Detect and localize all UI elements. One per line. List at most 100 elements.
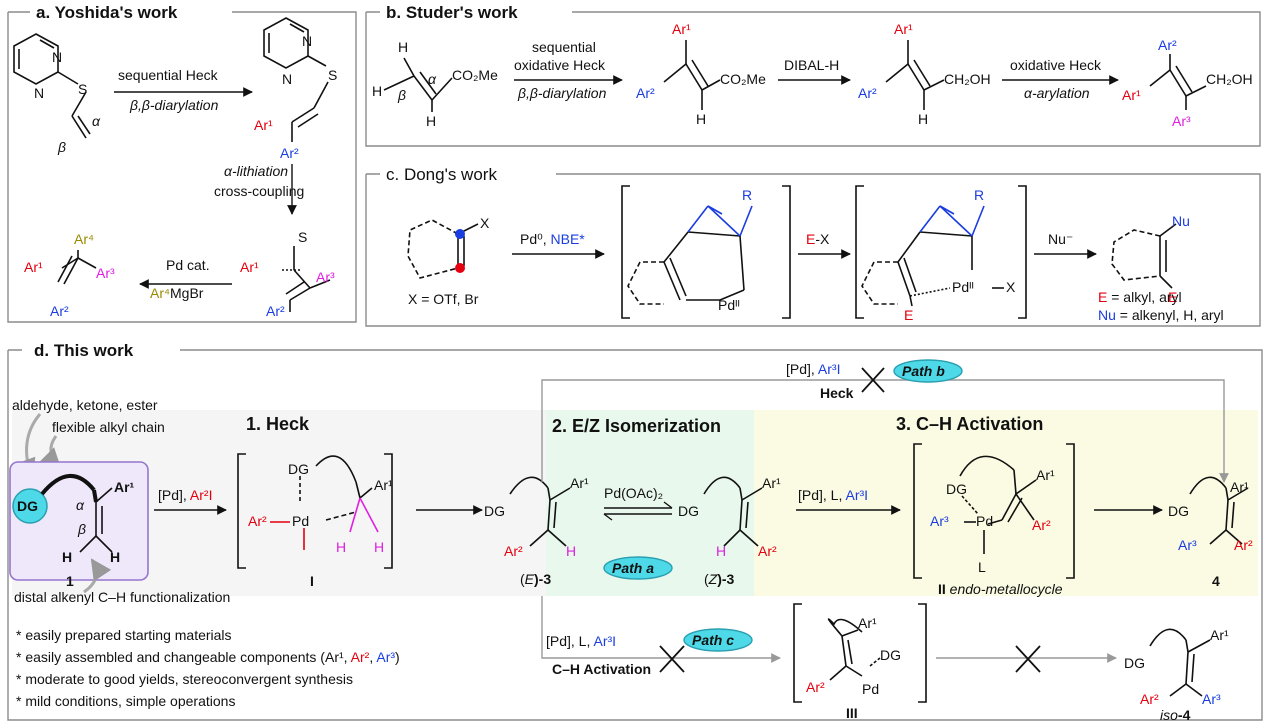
path-b-badge: Path b <box>893 359 963 383</box>
panel-b-title: b. Studer's work <box>386 3 518 22</box>
ar1-label: Ar¹ <box>858 615 877 631</box>
red-atom-dot <box>455 263 465 273</box>
ar2-label: Ar² <box>266 303 285 319</box>
r-group: R <box>742 187 752 203</box>
ar1-label: Ar¹ <box>240 259 259 275</box>
reagent-diarylation: β,β-diarylation <box>129 97 219 113</box>
dg-label: DG <box>288 461 309 477</box>
ar1-label: Ar¹ <box>1122 87 1141 103</box>
atom-h: H <box>110 549 120 565</box>
compound-iso4 <box>1149 628 1211 697</box>
heading-isomerization: 2. E/Z Isomerization <box>552 416 721 436</box>
diaryl-vinyl-sulfide <box>263 17 329 142</box>
atom-h: H <box>696 111 706 127</box>
pyrimidine-vinyl-sulfide <box>13 33 91 139</box>
ar1-label: Ar¹ <box>1210 627 1229 643</box>
alpha-label: α <box>428 71 437 87</box>
e-group: E <box>904 307 913 323</box>
ar2-label: Ar² <box>1158 37 1177 53</box>
atom-h: H <box>372 83 382 99</box>
ar3-label: Ar³ <box>1202 691 1221 707</box>
compound-E3 <box>509 476 571 547</box>
atom-s: S <box>78 81 87 97</box>
note-flexible-chain: flexible alkyl chain <box>52 419 165 435</box>
ar2-label: Ar² <box>1032 517 1051 533</box>
ar1-label: Ar¹ <box>762 475 781 491</box>
reagent-pd-cat: Pd cat. <box>166 257 210 273</box>
panel-d: d. This work 1. Heck 2. E/Z Isomerizatio… <box>7 341 1263 723</box>
atom-x: X <box>1006 279 1016 295</box>
path-c-badge: Path c <box>683 628 753 652</box>
panel-c-frame <box>365 173 1261 327</box>
note-dg-types: aldehyde, ketone, ester <box>12 397 158 413</box>
atom-s: S <box>298 229 307 245</box>
path-c-reagent: [Pd], L, Ar³I <box>546 633 616 649</box>
atom-x: X <box>480 215 490 231</box>
atom-h: H <box>426 113 436 129</box>
difunctionalized-cycloalkene <box>1111 223 1177 289</box>
reagent-pd-l-ar3i: [Pd], L, Ar³I <box>798 487 868 503</box>
atom-n: N <box>34 85 44 101</box>
bullet-1: * easily prepared starting materials <box>16 627 232 643</box>
atom-h: H <box>716 543 726 559</box>
ar1-label: Ar¹ <box>672 21 691 37</box>
pd-label: Pd <box>292 513 309 529</box>
compound-iso4-label: iso-4 <box>1160 707 1191 723</box>
reagent-cross-coupling: cross-coupling <box>214 183 304 199</box>
palladacycle-intermediate-1 <box>621 185 791 319</box>
intermediate-III <box>793 603 927 703</box>
beta-label: β <box>57 139 66 155</box>
path-c-ch-label: C–H Activation <box>552 661 651 677</box>
alpha-label: α <box>76 497 85 513</box>
ar3-label: Ar³ <box>1172 113 1191 129</box>
ar2-label: Ar² <box>504 543 523 559</box>
compound-III-label: III <box>846 705 858 721</box>
panel-d-title: d. This work <box>34 341 134 360</box>
reagent-nu: Nu⁻ <box>1048 231 1073 247</box>
iso4-blocked-cross <box>1015 645 1041 673</box>
pd-label: Pd <box>862 681 879 697</box>
ar1-label: Ar¹ <box>1036 467 1055 483</box>
dg-label: DG <box>1168 503 1189 519</box>
panel-a-frame <box>7 11 357 323</box>
atom-h: H <box>566 543 576 559</box>
co2me-label: CO₂Me <box>720 71 766 87</box>
svg-text:Path c: Path c <box>692 632 734 648</box>
r-group: R <box>974 187 984 203</box>
palladacycle-intermediate-2 <box>855 185 1027 319</box>
svg-text:Path b: Path b <box>902 363 945 379</box>
triaryl-allylic-alcohol <box>1149 54 1207 110</box>
ar1-label: Ar¹ <box>1230 479 1249 495</box>
ar1-label: Ar¹ <box>570 475 589 491</box>
ar1-label: Ar¹ <box>114 479 135 495</box>
panel-c-title: c. Dong's work <box>386 165 497 184</box>
reagent-oxidative-heck-2: oxidative Heck <box>1010 57 1102 73</box>
pd-label: Pd <box>976 513 993 529</box>
reagent-oxidative-heck: oxidative Heck <box>514 57 606 73</box>
ar1-label: Ar¹ <box>254 117 273 133</box>
panel-a-title: a. Yoshida's work <box>36 3 178 22</box>
path-b-heck-label: Heck <box>820 385 854 401</box>
panel-d-frame <box>7 349 1263 721</box>
dg-label: DG <box>946 481 967 497</box>
path-a-badge: Path a <box>603 556 673 580</box>
ar2-label: Ar² <box>50 303 69 319</box>
ar1-label: Ar¹ <box>894 21 913 37</box>
reagent-pd-ar2i: [Pd], Ar²I <box>158 487 212 503</box>
nu-group: Nu <box>1172 213 1190 229</box>
dg-label: DG <box>17 498 38 514</box>
compound-Z3-label: (Z)-3 <box>704 571 735 587</box>
ar2-label: Ar² <box>806 679 825 695</box>
blue-atom-dot <box>455 229 465 239</box>
compound-Z3 <box>703 476 763 547</box>
path-b-blocked-cross <box>861 367 885 393</box>
reagent-diarylation: β,β-diarylation <box>517 85 607 101</box>
pointer-distal <box>83 558 112 594</box>
x-definition: X = OTf, Br <box>408 291 479 307</box>
allylic-alcohol <box>885 40 945 110</box>
diaryl-acrylate <box>663 40 721 110</box>
ar1-label: Ar¹ <box>374 477 393 493</box>
reagent-lithiation: α-lithiation <box>224 163 288 179</box>
ar3-label: Ar³ <box>930 513 949 529</box>
